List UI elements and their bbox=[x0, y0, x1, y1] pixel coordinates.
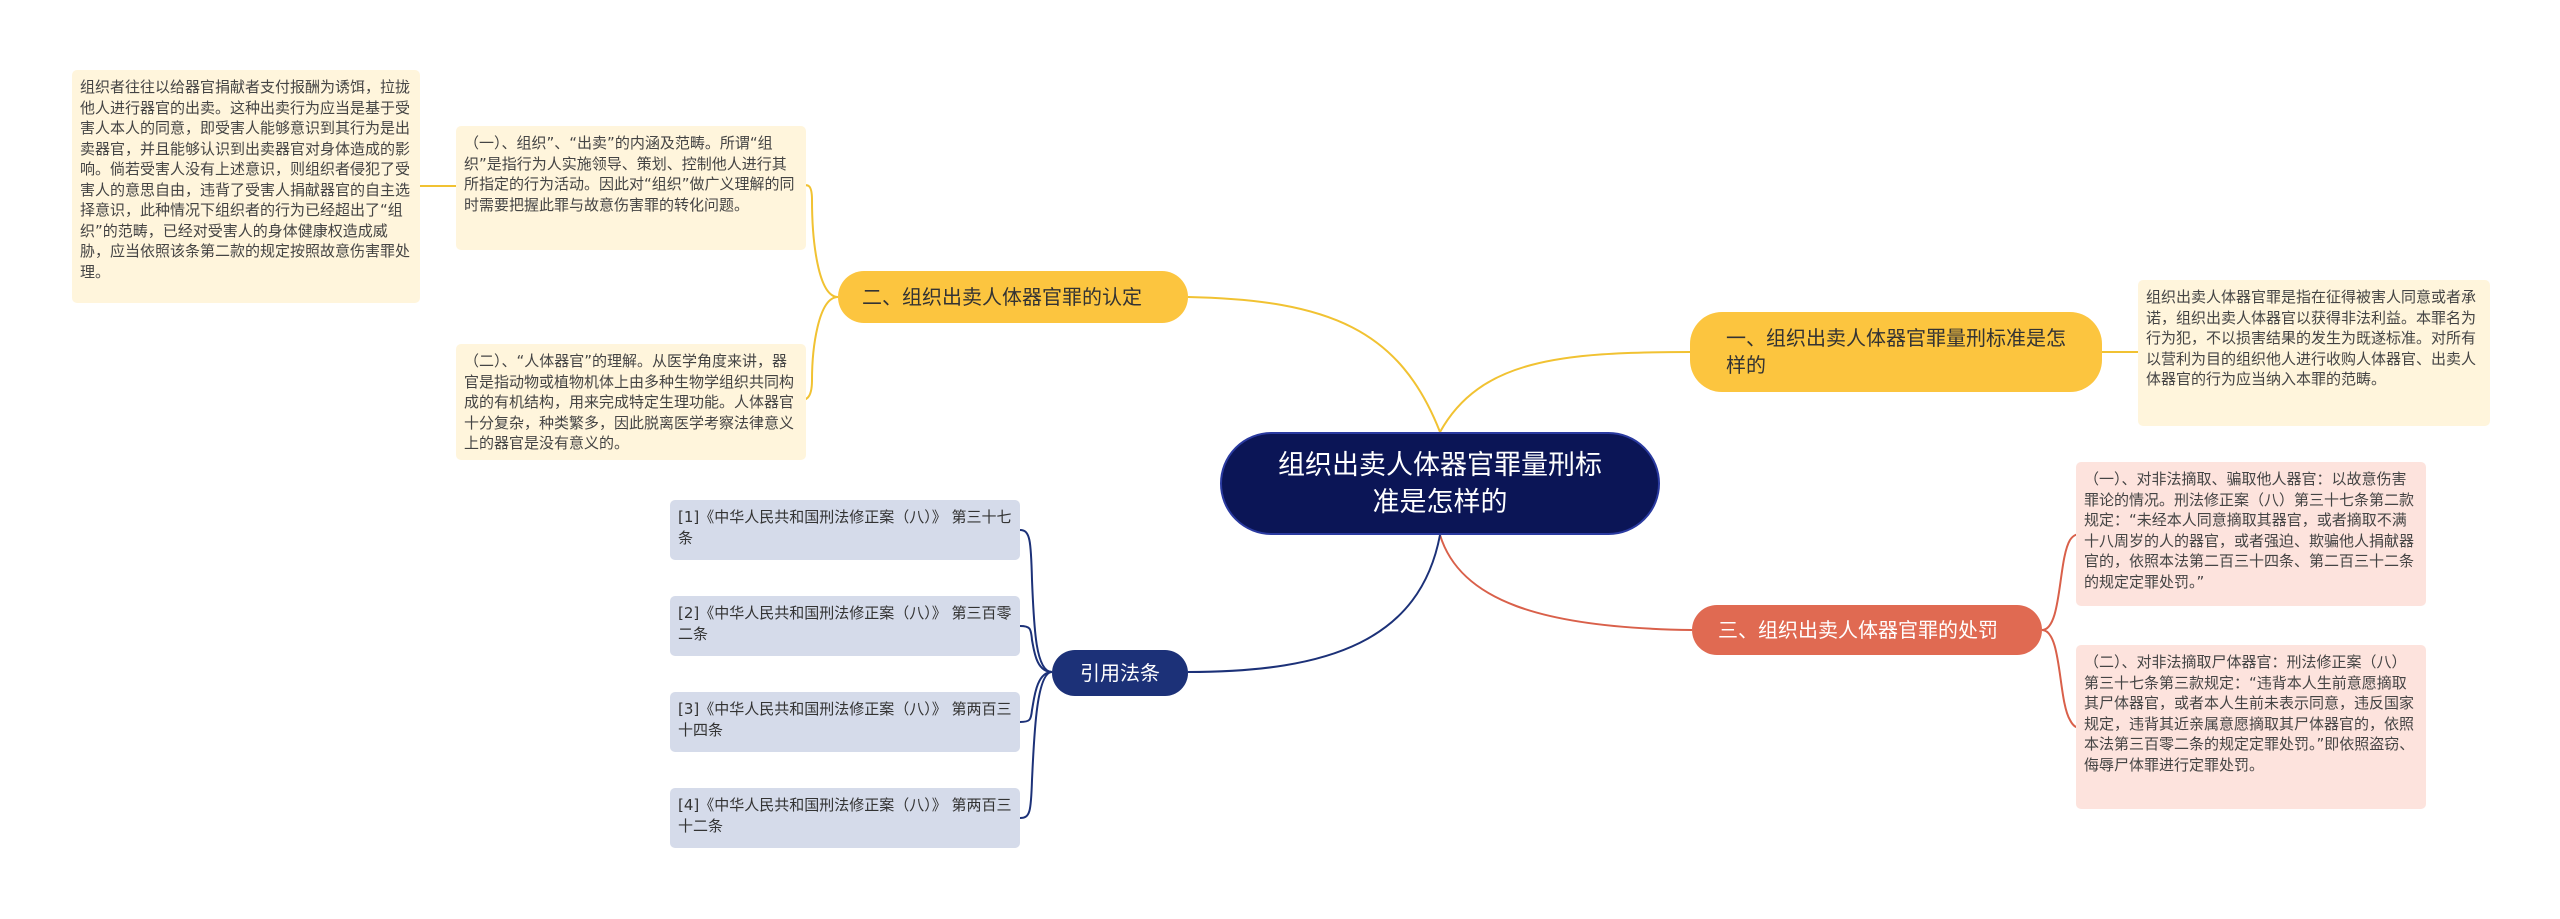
leaf-text: （二）、对非法摘取尸体器官：刑法修正案（八）第三十七条第三款规定：“违背本人生前… bbox=[2084, 653, 2415, 774]
leaf-human-organ-meaning[interactable]: （二）、“人体器官”的理解。从医学角度来讲，器官是指动物或植物机体上由多种生物学… bbox=[456, 344, 806, 460]
root-topic[interactable]: 组织出卖人体器官罪量刑标准是怎样的 bbox=[1220, 432, 1660, 535]
leaf-text: （一）、组织”、“出卖”的内涵及范畴。所谓“组织”是指行为人实施领导、策划、控制… bbox=[464, 134, 795, 214]
branch-label: 一、组织出卖人体器官罪量刑标准是怎样的 bbox=[1726, 326, 2066, 377]
leaf-illegal-removal-living[interactable]: （一）、对非法摘取、骗取他人器官：以故意伤害罪论的情况。刑法修正案（八）第三十七… bbox=[2076, 462, 2426, 606]
leaf-definition[interactable]: 组织出卖人体器官罪是指在征得被害人同意或者承诺，组织出卖人体器官以获得非法利益。… bbox=[2138, 280, 2490, 426]
branch-label: 三、组织出卖人体器官罪的处罚 bbox=[1718, 617, 1998, 642]
branch-identification[interactable]: 二、组织出卖人体器官罪的认定 bbox=[838, 271, 1188, 323]
branch-label: 二、组织出卖人体器官罪的认定 bbox=[862, 284, 1142, 309]
leaf-illegal-removal-corpse[interactable]: （二）、对非法摘取尸体器官：刑法修正案（八）第三十七条第三款规定：“违背本人生前… bbox=[2076, 645, 2426, 809]
branch-punishment[interactable]: 三、组织出卖人体器官罪的处罚 bbox=[1692, 605, 2042, 655]
leaf-text: 组织出卖人体器官罪是指在征得被害人同意或者承诺，组织出卖人体器官以获得非法利益。… bbox=[2146, 288, 2477, 388]
leaf-text: （一）、对非法摘取、骗取他人器官：以故意伤害罪论的情况。刑法修正案（八）第三十七… bbox=[2084, 470, 2415, 591]
citation-item[interactable]: [4]《中华人民共和国刑法修正案（八）》 第两百三十二条 bbox=[670, 788, 1020, 848]
leaf-text: 组织者往往以给器官捐献者支付报酬为诱饵，拉拢他人进行器官的出卖。这种出卖行为应当… bbox=[80, 78, 411, 281]
citation-item[interactable]: [1]《中华人民共和国刑法修正案（八）》 第三十七条 bbox=[670, 500, 1020, 560]
citation-text: [3]《中华人民共和国刑法修正案（八）》 第两百三十四条 bbox=[678, 700, 1012, 739]
branch-label: 引用法条 bbox=[1080, 660, 1160, 685]
leaf-text: （二）、“人体器官”的理解。从医学角度来讲，器官是指动物或植物机体上由多种生物学… bbox=[464, 352, 795, 452]
citation-item[interactable]: [2]《中华人民共和国刑法修正案（八）》 第三百零二条 bbox=[670, 596, 1020, 656]
leaf-organize-sell-meaning[interactable]: （一）、组织”、“出卖”的内涵及范畴。所谓“组织”是指行为人实施领导、策划、控制… bbox=[456, 126, 806, 250]
root-topic-title: 组织出卖人体器官罪量刑标准是怎样的 bbox=[1278, 449, 1602, 518]
citation-item[interactable]: [3]《中华人民共和国刑法修正案（八）》 第两百三十四条 bbox=[670, 692, 1020, 752]
citation-text: [4]《中华人民共和国刑法修正案（八）》 第两百三十二条 bbox=[678, 796, 1012, 835]
branch-cited-laws[interactable]: 引用法条 bbox=[1052, 650, 1188, 696]
citation-text: [1]《中华人民共和国刑法修正案（八）》 第三十七条 bbox=[678, 508, 1012, 547]
branch-sentencing-standard[interactable]: 一、组织出卖人体器官罪量刑标准是怎样的 bbox=[1690, 312, 2102, 392]
leaf-organizer-inducement[interactable]: 组织者往往以给器官捐献者支付报酬为诱饵，拉拢他人进行器官的出卖。这种出卖行为应当… bbox=[72, 70, 420, 303]
citation-text: [2]《中华人民共和国刑法修正案（八）》 第三百零二条 bbox=[678, 604, 1012, 643]
